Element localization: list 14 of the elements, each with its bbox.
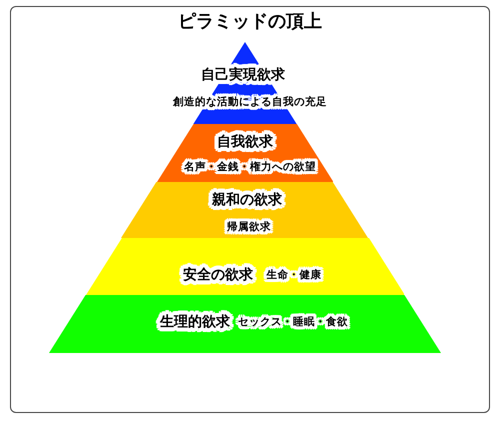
pyramid-level xyxy=(156,124,334,182)
level-heading: 生理的欲求 xyxy=(160,315,230,329)
level-description: 帰属欲求 xyxy=(226,221,271,233)
level-heading: 親和の欲求 xyxy=(212,193,282,207)
diagram-title: ピラミッドの頂上 xyxy=(178,12,322,32)
pyramid-level xyxy=(86,238,404,295)
level-heading: 自我欲求 xyxy=(216,135,273,149)
pyramid-level xyxy=(121,182,369,238)
level-description: セックス・睡眠・食欲 xyxy=(238,316,348,328)
level-description: 生命・健康 xyxy=(266,269,322,281)
level-heading: 安全の欲求 xyxy=(182,268,253,282)
level-description: 名声・金銭・権力への欲望 xyxy=(184,161,316,173)
level-description: 創造的な活動による自我の充足 xyxy=(173,96,327,108)
pyramid-level xyxy=(49,295,441,353)
